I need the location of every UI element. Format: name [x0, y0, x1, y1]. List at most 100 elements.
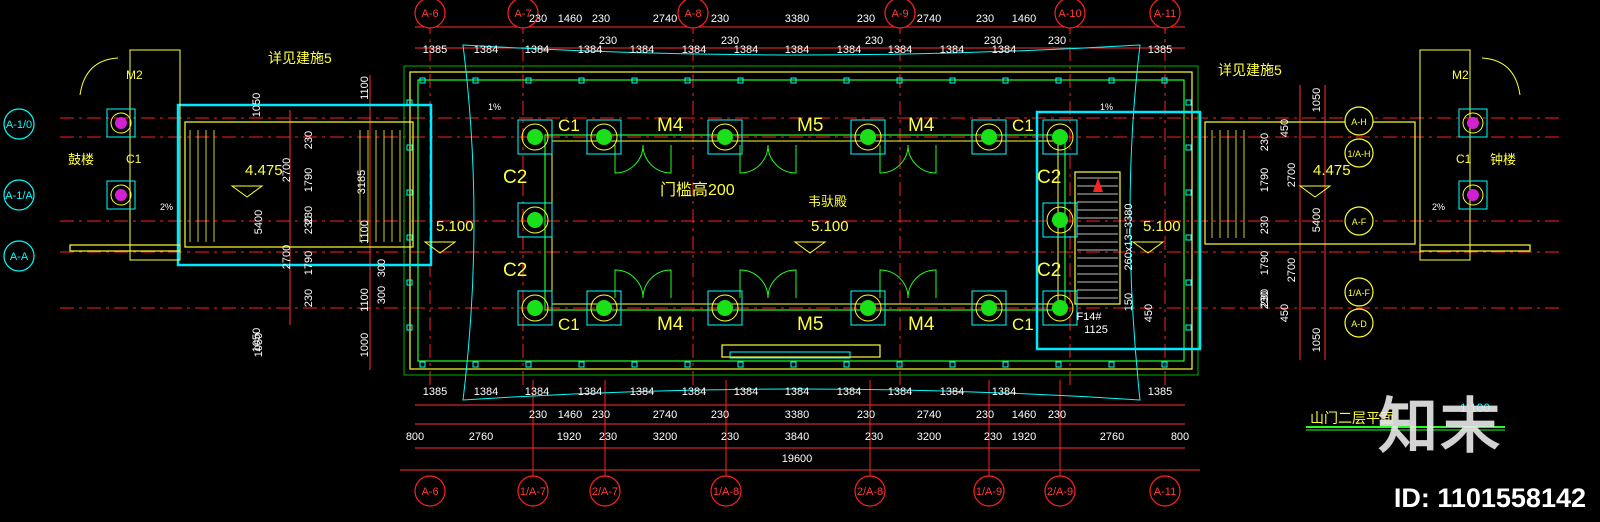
dim-top1-9: 1460	[1012, 13, 1036, 25]
dim-bot2-4: 230	[711, 409, 729, 421]
dim-left-5: 1050	[253, 333, 265, 357]
dim-top2-9: 1384	[888, 44, 912, 56]
dim-left-4: 2700	[281, 245, 293, 269]
column	[1042, 119, 1078, 155]
dim-bot2-0: 230	[529, 409, 547, 421]
dim-bot2-7: 2740	[917, 409, 941, 421]
elevation-5100-left: 5.100	[436, 218, 474, 235]
svg-text:1/A-7: 1/A-7	[520, 486, 546, 498]
dim-bot2-2: 230	[592, 409, 610, 421]
dim-bot2-3: 2740	[653, 409, 677, 421]
dim-bot1-3: 1384	[578, 386, 602, 398]
axis-bubble-bottom-6: 2/A-9	[1044, 475, 1076, 507]
column	[517, 202, 553, 238]
dim-bot1-4: 1384	[630, 386, 654, 398]
column	[707, 290, 743, 326]
dim-top2-11: 1384	[992, 44, 1016, 56]
dim-left-8: 230	[303, 131, 315, 149]
axis-bubble-left-0: A-1/0	[3, 108, 35, 140]
label-hall: 韦驮殿	[808, 194, 847, 209]
dim-bot3-11: 2760	[1100, 431, 1124, 443]
label-ref-left: 详见建施5	[268, 50, 332, 66]
dim-top1-4: 230	[711, 13, 729, 25]
axis-bubble-right-3: 1/A-F	[1344, 277, 1374, 307]
dim-left-13: 230	[303, 289, 315, 307]
dim-left-12: 1790	[303, 251, 315, 275]
door-swings	[614, 144, 937, 299]
column-side	[1458, 108, 1488, 138]
dim-left-7: 1100	[359, 288, 371, 312]
axis-bubble-top-1: A-7	[507, 0, 539, 29]
column	[971, 119, 1007, 155]
dim-top230-2: 230	[865, 35, 883, 47]
dim-top1-8: 230	[976, 13, 994, 25]
svg-text:1/A-F: 1/A-F	[1348, 288, 1371, 298]
dim-top230-0: 230	[599, 35, 617, 47]
dim-bot2-10: 230	[1048, 409, 1066, 421]
column	[1042, 290, 1078, 326]
dim-bot3-7: 230	[865, 431, 883, 443]
dim-bot1-12: 1385	[1148, 386, 1172, 398]
axis-bubble-right-0: A-H	[1344, 106, 1374, 136]
svg-text:A-F: A-F	[1352, 217, 1367, 227]
svg-text:A-11: A-11	[1154, 8, 1176, 20]
dim-left-11: 230	[303, 216, 315, 234]
dim-stair-f14: F14#	[1076, 311, 1102, 323]
label-c2-left-2: C2	[503, 260, 527, 281]
svg-text:2/A-8: 2/A-8	[857, 486, 883, 498]
slope-drum: 2%	[160, 202, 173, 212]
dim-top2-0: 1385	[423, 44, 447, 56]
dimension-lines	[289, 26, 1326, 471]
dim-left-15: 300	[376, 286, 388, 304]
column	[971, 290, 1007, 326]
elevation-4475-right: 4.475	[1313, 162, 1351, 179]
dim-left-18: 1050	[251, 328, 263, 352]
axis-bubble-top-5: A-11	[1149, 0, 1181, 29]
label-m2-right: M2	[1452, 68, 1469, 82]
label-c2-left-1: C2	[503, 167, 527, 188]
axis-bubble-bottom-2: 2/A-7	[589, 475, 621, 507]
left-wing	[69, 49, 433, 267]
column	[517, 290, 553, 326]
label-c1-bottom-right: C1	[1012, 315, 1034, 334]
elevation-4475-left: 4.475	[245, 162, 283, 179]
dim-right-5: 2700	[1286, 163, 1298, 187]
dim-left-0: 1100	[359, 76, 371, 100]
dim-right-12: 1050	[1311, 328, 1323, 352]
dim-stair-width: 1125	[1084, 324, 1108, 336]
svg-text:A-11: A-11	[1154, 486, 1176, 498]
column-side	[106, 108, 136, 138]
axis-bubble-bottom-3: 1/A-8	[710, 475, 742, 507]
dim-top1-6: 230	[857, 13, 875, 25]
svg-text:1/A-9: 1/A-9	[976, 486, 1002, 498]
columns	[106, 108, 1488, 326]
dim-top2-12: 1385	[1148, 44, 1172, 56]
dim-top2-1: 1384	[474, 44, 498, 56]
svg-text:2/A-7: 2/A-7	[592, 486, 618, 498]
label-m2-left: M2	[126, 68, 143, 82]
axis-bubble-right-4: A-D	[1344, 308, 1374, 338]
column	[850, 119, 886, 155]
drawing-title: 山门二层平面	[1310, 410, 1394, 426]
dim-bot1-8: 1384	[837, 386, 861, 398]
label-bell-tower: 钟楼	[1490, 152, 1516, 167]
dim-right-8: 1790	[1259, 251, 1271, 275]
dim-top1-0: 230	[529, 13, 547, 25]
dim-bot3-4: 3200	[653, 431, 677, 443]
dim-top230-4: 230	[1048, 35, 1066, 47]
dim-left-14: 300	[376, 259, 388, 277]
dim-top230-3: 230	[984, 35, 1002, 47]
dim-right-0: 1050	[1311, 88, 1323, 112]
dim-right-7: 230	[1259, 289, 1271, 307]
dim-left-6: 1000	[359, 333, 371, 357]
dim-bot2-1: 1460	[558, 409, 582, 421]
svg-text:A-1/0: A-1/0	[6, 119, 32, 131]
dim-top1-7: 2740	[917, 13, 941, 25]
dim-bot3-9: 230	[984, 431, 1002, 443]
dim-right-2: 230	[1259, 133, 1271, 151]
svg-text:A-A: A-A	[10, 251, 29, 263]
dim-top1-2: 230	[592, 13, 610, 25]
dim-bot3-1: 2760	[469, 431, 493, 443]
